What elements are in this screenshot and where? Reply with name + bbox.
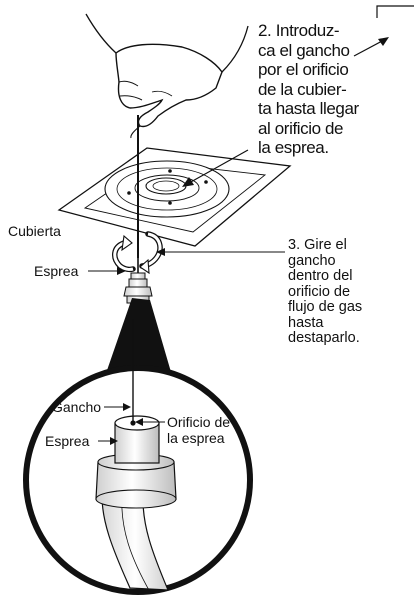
hand <box>85 13 249 139</box>
detail-leaders <box>98 403 165 445</box>
detail-fitting <box>95 319 177 593</box>
label-cubierta: Cubierta <box>8 223 61 239</box>
label-gancho: Gancho <box>52 399 102 415</box>
hole-arrow <box>182 149 249 187</box>
step2-instruction: 2. Introduz- ca el gancho por el orifici… <box>258 21 359 157</box>
label-esprea-detail: Esprea <box>45 433 90 449</box>
label-esprea: Esprea <box>34 263 79 279</box>
magnification-cone <box>104 298 173 379</box>
esprea-leader <box>88 267 126 275</box>
burner-cap-plate <box>57 147 292 247</box>
step2-arrow <box>353 37 389 57</box>
step3-leader <box>156 248 285 256</box>
step3-instruction: 3. Gire el gancho dentro del orificio de… <box>288 237 363 346</box>
label-orificio: Orificio de la esprea <box>167 414 231 446</box>
corner-bracket <box>376 5 414 18</box>
rotation-arrows-icon <box>112 231 163 275</box>
